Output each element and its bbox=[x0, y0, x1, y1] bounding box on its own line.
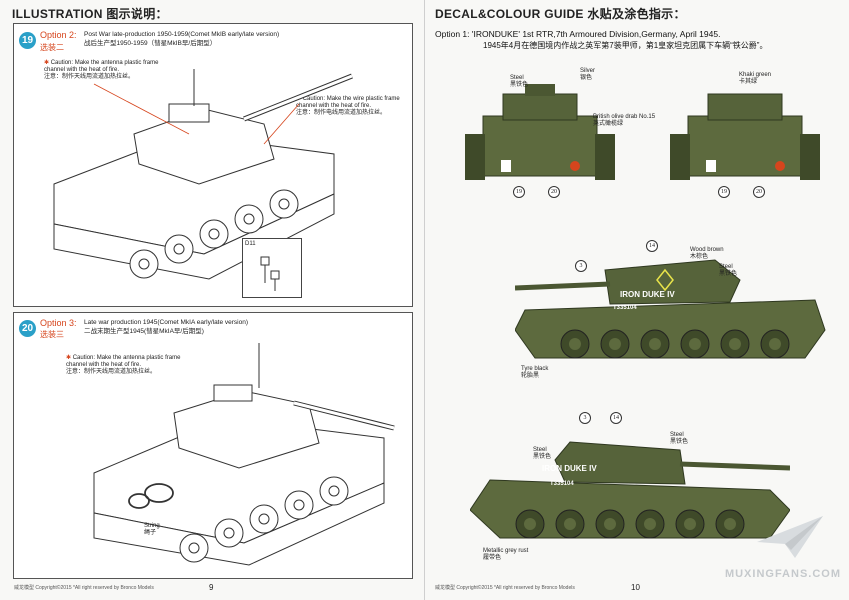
step-description-cn: 战后生产型1950-1959（彗星MkIB早/后期型） bbox=[84, 40, 217, 47]
option-label: Option 2: bbox=[40, 30, 77, 40]
decal-number-3: 3 bbox=[575, 260, 587, 272]
step-description: Late war production 1945(Comet MkIA earl… bbox=[84, 319, 249, 326]
part-label: D11 bbox=[245, 241, 256, 247]
decal-number-20: 20 bbox=[753, 186, 765, 198]
decal-number-14: 14 bbox=[610, 412, 622, 424]
right-page: DECAL&COLOUR GUIDE 水贴及涂色指示： Option 1: 'I… bbox=[425, 0, 849, 600]
detail-inset: D11 bbox=[242, 238, 302, 298]
page-footer: 威龙模型 Copyright©2015 *All right reserved … bbox=[435, 585, 575, 591]
antenna-caution: ✱ Caution: Make the antenna plastic fram… bbox=[66, 355, 181, 375]
left-page: ILLUSTRATION 图示说明： 19 Option 2: 选装二 Post… bbox=[12, 0, 425, 600]
option-title: Option 1: 'IRONDUKE' 1st RTR,7th Armoure… bbox=[435, 29, 768, 50]
string-callout: String 绳子 bbox=[144, 523, 160, 536]
step-description-cn: 二战末期生产型1945(彗星MkIA早/后期型) bbox=[84, 328, 204, 335]
decal-number-20: 20 bbox=[548, 186, 560, 198]
antenna-caution: ✱ Caution: Make the antenna plastic fram… bbox=[44, 60, 159, 80]
tank-registration-marking: T335104 bbox=[613, 305, 637, 311]
part-detail-drawing bbox=[260, 256, 280, 291]
option-cn-label: 选装三 bbox=[40, 330, 64, 339]
caution-asterisk-icon: ✱ bbox=[66, 355, 72, 361]
tank-rear-view bbox=[670, 93, 820, 180]
tank-registration-marking: T335104 bbox=[550, 481, 574, 487]
decal-number-19: 19 bbox=[718, 186, 730, 198]
decal-number-14: 14 bbox=[646, 240, 658, 252]
decal-number-19: 19 bbox=[513, 186, 525, 198]
option-cn-label: 选装二 bbox=[40, 43, 64, 52]
decal-number-3: 3 bbox=[579, 412, 591, 424]
page-footer: 威龙模型 Copyright©2015 *All right reserved … bbox=[14, 585, 154, 591]
step-description: Post War late-production 1950-1959(Comet… bbox=[84, 31, 280, 38]
caution-asterisk-icon: ✱ bbox=[44, 60, 50, 66]
tank-line-drawing-20 bbox=[93, 343, 395, 566]
page-number: 10 bbox=[631, 583, 640, 592]
step-number-badge: 19 bbox=[19, 32, 36, 49]
page-number: 9 bbox=[209, 583, 214, 592]
tank-side-view-left bbox=[515, 259, 826, 359]
tank-name-marking: IRON DUKE IV bbox=[542, 464, 597, 473]
decal-guide-header: DECAL&COLOUR GUIDE 水贴及涂色指示： bbox=[435, 7, 686, 21]
tank-front-view bbox=[465, 84, 615, 180]
step-number-badge: 20 bbox=[19, 320, 36, 337]
tank-line-drawing-19 bbox=[53, 69, 353, 280]
paper-plane-logo-icon bbox=[757, 516, 823, 558]
option-label: Option 3: bbox=[40, 318, 77, 328]
illustration-header: ILLUSTRATION 图示说明： bbox=[12, 7, 168, 21]
step-19-panel: 19 Option 2: 选装二 Post War late-productio… bbox=[13, 23, 413, 307]
watermark: MUXINGFANS.COM bbox=[724, 568, 841, 580]
tank-name-marking: IRON DUKE IV bbox=[620, 290, 675, 299]
tank-side-view-right bbox=[470, 441, 790, 539]
step-20-panel: 20 Option 3: 选装三 Late war production 194… bbox=[13, 312, 413, 579]
